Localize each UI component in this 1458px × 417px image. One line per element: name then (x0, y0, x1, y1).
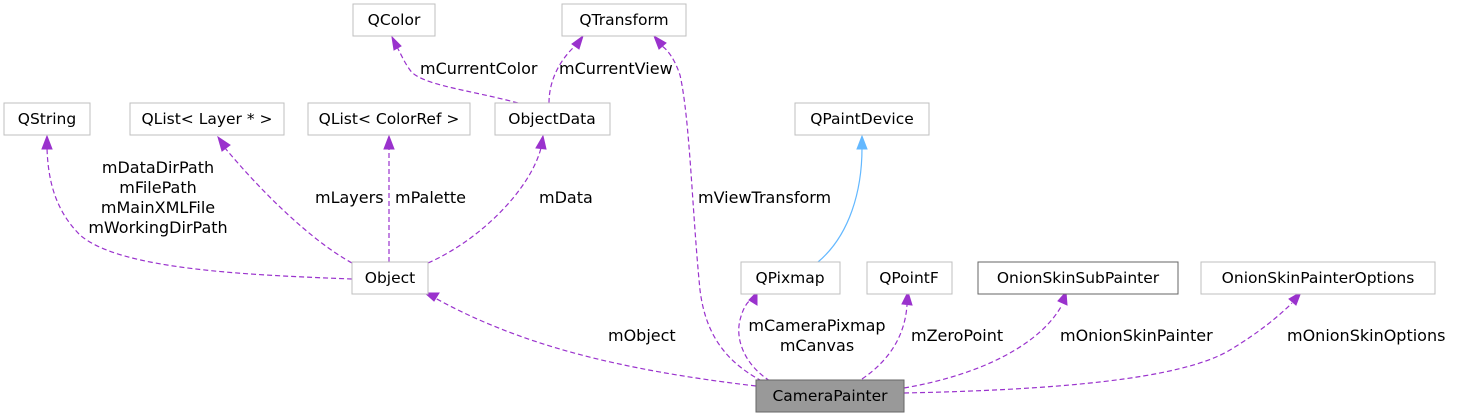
label-mdata: mData (539, 188, 593, 207)
label-mobject: mObject (608, 326, 676, 345)
edge-object-qstring (46, 147, 353, 280)
edge-objectdata-qcolor (396, 46, 519, 104)
node-qcolor[interactable]: QColor (352, 3, 436, 37)
node-object-label: Object (365, 269, 415, 287)
arrow-to-qtransform-b (653, 34, 667, 50)
label-mfilepath: mFilePath (119, 178, 197, 197)
edge-camerapainter-onionskinpainteroptions (903, 302, 1293, 394)
arrow-to-object (423, 292, 440, 302)
arrow-to-qstring (41, 134, 53, 150)
node-qpaintdevice-label: QPaintDevice (810, 110, 914, 128)
edge-qpixmap-qpaintdevice (817, 147, 863, 263)
arrow-to-qcolor (391, 35, 402, 51)
edge-camerapainter-qpixmap (738, 299, 771, 382)
node-objectdata[interactable]: ObjectData (494, 102, 611, 136)
label-mviewtransform: mViewTransform (698, 188, 831, 207)
label-mlayers: mLayers (315, 188, 384, 207)
node-qstring-label: QString (18, 110, 76, 128)
node-qlist-layer-label: QList< Layer * > (141, 110, 272, 128)
arrow-to-qtransform-a (571, 34, 584, 50)
nodes: QColor QTransform QString QList< Layer *… (3, 3, 1436, 413)
label-mpalette: mPalette (395, 188, 466, 207)
node-qlist-colorref-label: QList< ColorRef > (319, 110, 460, 128)
label-monionskinpainter: mOnionSkinPainter (1060, 326, 1213, 345)
node-qpixmap[interactable]: QPixmap (740, 261, 841, 295)
edge-camerapainter-qtransform (661, 45, 763, 382)
node-qtransform[interactable]: QTransform (561, 3, 687, 37)
label-mcurrentcolor: mCurrentColor (420, 59, 538, 78)
edge-labels: mCurrentColor mCurrentView mDataDirPath … (88, 59, 1445, 355)
node-camerapainter[interactable]: CameraPainter (755, 379, 905, 413)
node-qlist-colorref[interactable]: QList< ColorRef > (307, 102, 471, 136)
label-mcamerapixmap: mCameraPixmap (748, 316, 885, 335)
arrow-to-onionskinsubpainter (1057, 290, 1068, 306)
label-mcanvas: mCanvas (780, 336, 854, 355)
node-onionskinpainteroptions-label: OnionSkinPainterOptions (1222, 269, 1415, 287)
label-mcurrentview: mCurrentView (559, 59, 673, 78)
arrow-to-objectdata (535, 134, 547, 150)
arrow-to-qlistcolorref (383, 134, 395, 150)
node-qstring[interactable]: QString (3, 102, 91, 136)
edge-object-qlistlayer (224, 147, 353, 264)
label-mmainxmlfile: mMainXMLFile (101, 198, 215, 217)
label-mdatadirpath: mDataDirPath (102, 158, 214, 177)
arrow-to-onionskinpainteroptions (1288, 290, 1302, 306)
arrow-to-qpaintdevice (856, 134, 868, 150)
node-onionskinpainteroptions[interactable]: OnionSkinPainterOptions (1200, 261, 1436, 295)
label-monionskinoptions: mOnionSkinOptions (1287, 326, 1445, 345)
node-qpointf[interactable]: QPointF (866, 261, 953, 295)
label-mzeropoint: mZeroPoint (911, 326, 1003, 345)
edge-camerapainter-object (434, 297, 757, 387)
node-onionskinsubpainter[interactable]: OnionSkinSubPainter (977, 261, 1179, 295)
arrow-to-qpointf (901, 290, 913, 306)
edge-camerapainter-onionskinsubpainter (903, 304, 1063, 389)
node-qlist-layer[interactable]: QList< Layer * > (129, 102, 285, 136)
edge-camerapainter-qpointf (861, 304, 908, 380)
node-object[interactable]: Object (351, 261, 429, 295)
edge-objectdata-qtransform (548, 45, 576, 104)
node-camerapainter-label: CameraPainter (772, 387, 888, 405)
edge-object-objectdata (427, 147, 542, 264)
edges (41, 34, 1302, 394)
node-qtransform-label: QTransform (579, 11, 668, 29)
node-qpointf-label: QPointF (879, 269, 939, 287)
arrow-to-qlistlayer (217, 135, 231, 152)
node-qpixmap-label: QPixmap (755, 269, 824, 287)
node-onionskinsubpainter-label: OnionSkinSubPainter (997, 269, 1160, 287)
node-qcolor-label: QColor (368, 11, 421, 29)
node-qpaintdevice[interactable]: QPaintDevice (794, 102, 930, 136)
node-objectdata-label: ObjectData (508, 110, 596, 128)
arrow-to-qpixmap (748, 290, 758, 306)
label-mworkingdirpath: mWorkingDirPath (88, 218, 227, 237)
